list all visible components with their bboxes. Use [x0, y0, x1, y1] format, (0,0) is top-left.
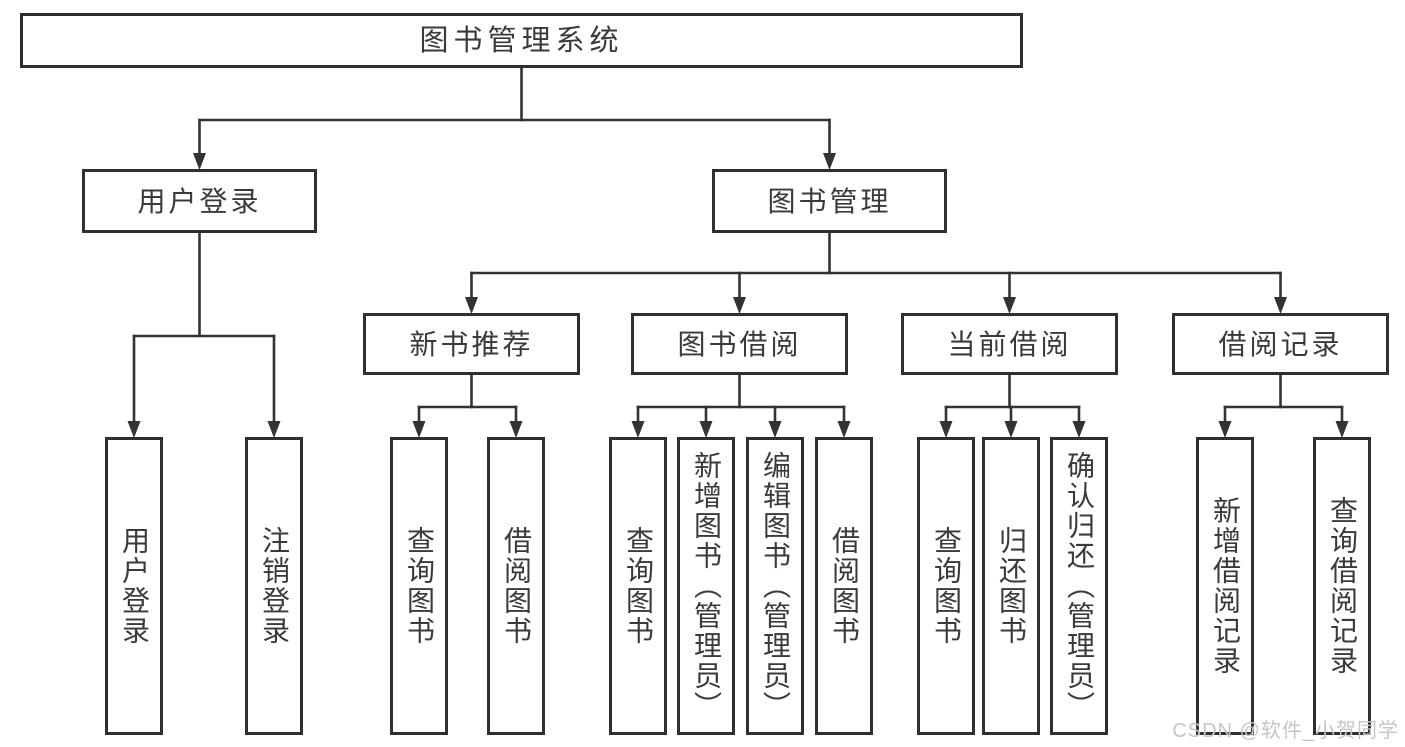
node-rec-query: 查询图书 [390, 437, 448, 735]
node-logout: 注销登录 [245, 437, 303, 735]
arrowhead-icon [823, 153, 836, 170]
arrowhead-icon [509, 421, 523, 438]
arrowhead-icon [1218, 421, 1232, 438]
node-new-book-rec: 新书推荐 [363, 313, 580, 375]
node-br-add: 新增借阅记录 [1196, 437, 1254, 735]
node-root: 图书管理系统 [20, 13, 1023, 68]
node-bb-add: 新增图书（管理员） [677, 437, 735, 735]
arrowhead-icon [127, 421, 141, 438]
arrowhead-icon [193, 153, 206, 170]
arrowhead-icon [412, 421, 426, 438]
arrowhead-icon [465, 297, 478, 314]
arrowhead-icon [1274, 297, 1287, 314]
node-borrow-records: 借阅记录 [1172, 313, 1389, 375]
arrowhead-icon [267, 421, 281, 438]
arrowhead-icon [1003, 297, 1016, 314]
node-cb-query: 查询图书 [917, 437, 975, 735]
node-book-mgmt: 图书管理 [712, 169, 947, 233]
arrowhead-icon [733, 297, 746, 314]
node-user-login: 用户登录 [82, 169, 317, 233]
node-bb-query: 查询图书 [609, 437, 667, 735]
node-bb-edit: 编辑图书（管理员） [746, 437, 804, 735]
arrowhead-icon [768, 421, 782, 438]
arrowhead-icon [1004, 421, 1018, 438]
node-bb-borrow: 借阅图书 [815, 437, 873, 735]
node-current-borrow: 当前借阅 [901, 313, 1118, 375]
arrowhead-icon [631, 421, 645, 438]
arrowhead-icon [837, 421, 851, 438]
arrowhead-icon [699, 421, 713, 438]
node-login: 用户登录 [105, 437, 163, 735]
arrowhead-icon [1335, 421, 1349, 438]
watermark: CSDN @软件_小贺同学 [1172, 720, 1399, 742]
node-book-borrow: 图书借阅 [631, 313, 848, 375]
arrowhead-icon [1072, 421, 1086, 438]
node-rec-borrow: 借阅图书 [487, 437, 545, 735]
node-cb-confirm: 确认归还（管理员） [1050, 437, 1108, 735]
node-br-query: 查询借阅记录 [1313, 437, 1371, 735]
node-cb-return: 归还图书 [982, 437, 1040, 735]
arrowhead-icon [939, 421, 953, 438]
